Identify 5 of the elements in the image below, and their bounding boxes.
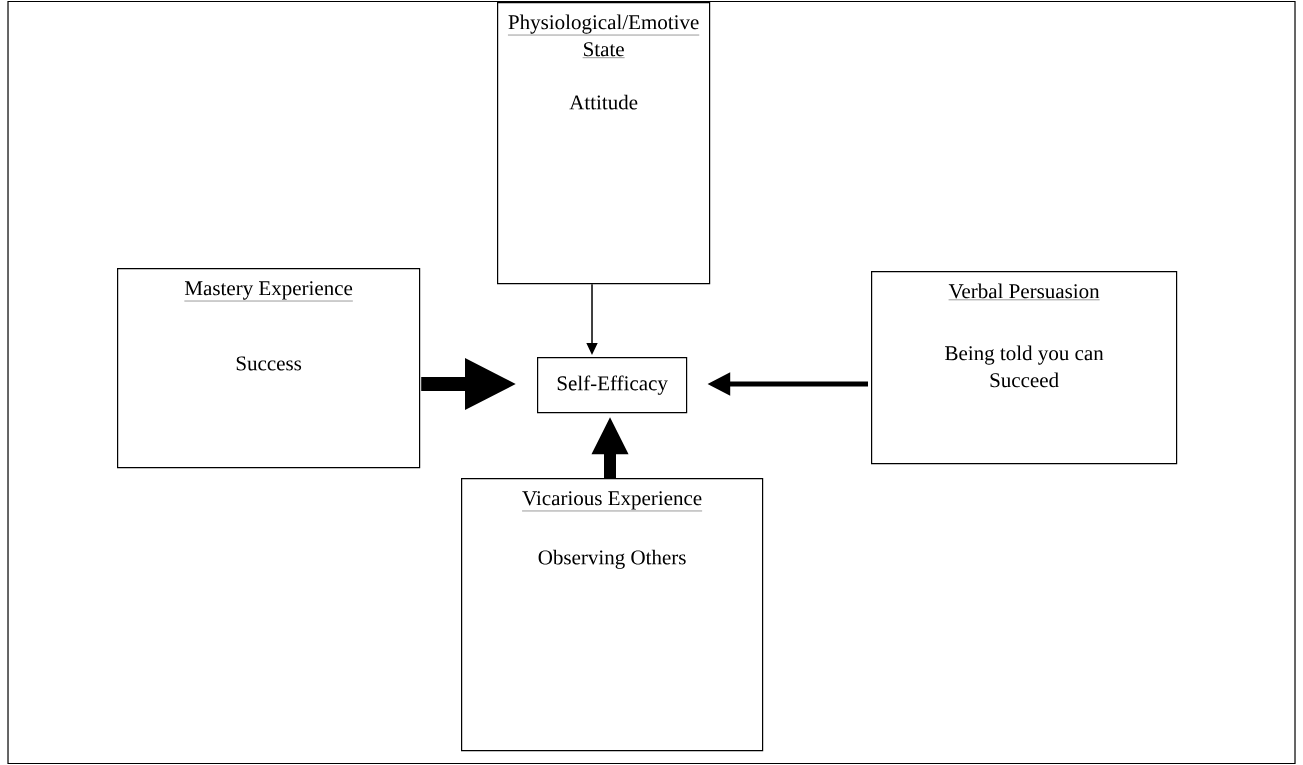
factor-box: Physiological/Emotive State Attitude (497, 2, 711, 285)
factor-box: Vicarious Experience Observing Others (461, 478, 764, 752)
factor-box: Verbal Persuasion Being told you can Succeed (871, 271, 1178, 465)
concept-box: Self-Efficacy (537, 357, 688, 414)
factor-box: Mastery Experience Success (117, 268, 421, 469)
